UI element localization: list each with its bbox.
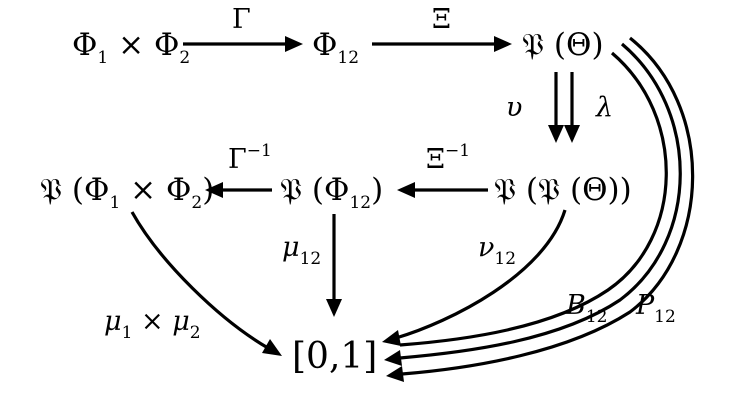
arrow-mu1-times-mu2 — [130, 211, 269, 350]
node-phi12: Φ12 — [312, 27, 359, 68]
label-mu1-times-mu2: μ1 × μ2 — [104, 306, 201, 343]
node-p-theta: 𝔓 (Θ) — [522, 27, 604, 63]
arrowhead-b12 — [384, 350, 402, 366]
arrowhead-p12 — [386, 366, 404, 382]
arrowhead-gamma-inverse — [205, 182, 223, 198]
label-gamma: Γ — [232, 4, 251, 35]
arrowhead-gamma — [285, 36, 303, 52]
label-xi-inverse: Ξ−1 — [426, 141, 470, 175]
node-unit-interval: [0,1] — [292, 336, 377, 377]
label-nu12: ν12 — [478, 232, 516, 269]
arrowhead-xi-inverse — [397, 182, 415, 198]
label-gamma-inverse: Γ−1 — [228, 141, 272, 175]
arrow-p12 — [401, 36, 695, 376]
arrow-b12 — [399, 42, 682, 360]
arrowhead-lambda — [564, 125, 580, 143]
arrowhead-mu1-times-mu2 — [262, 339, 282, 356]
node-p-phi1-times-phi2: 𝔓 (Φ1 × Φ2) — [40, 172, 214, 213]
label-xi: Ξ — [432, 4, 451, 35]
label-lambda: λ — [595, 92, 613, 123]
arrowhead-upsilon — [548, 125, 564, 143]
label-mu12: μ12 — [282, 232, 321, 269]
node-phi1-times-phi2: Φ1 × Φ2 — [72, 27, 190, 68]
arrow-nu12 — [395, 209, 567, 340]
arrow-b12-inner — [399, 51, 668, 347]
arrowhead-xi — [494, 36, 512, 52]
node-p-phi12: 𝔓 (Φ12) — [280, 172, 383, 213]
node-p-p-theta: 𝔓 (𝔓 (Θ)) — [494, 172, 632, 208]
label-p12: P12 — [635, 290, 676, 327]
label-b12: B12 — [565, 290, 607, 327]
arrowhead-nu12 — [382, 330, 401, 346]
label-upsilon: υ — [506, 92, 522, 123]
arrowhead-mu12 — [326, 299, 342, 317]
